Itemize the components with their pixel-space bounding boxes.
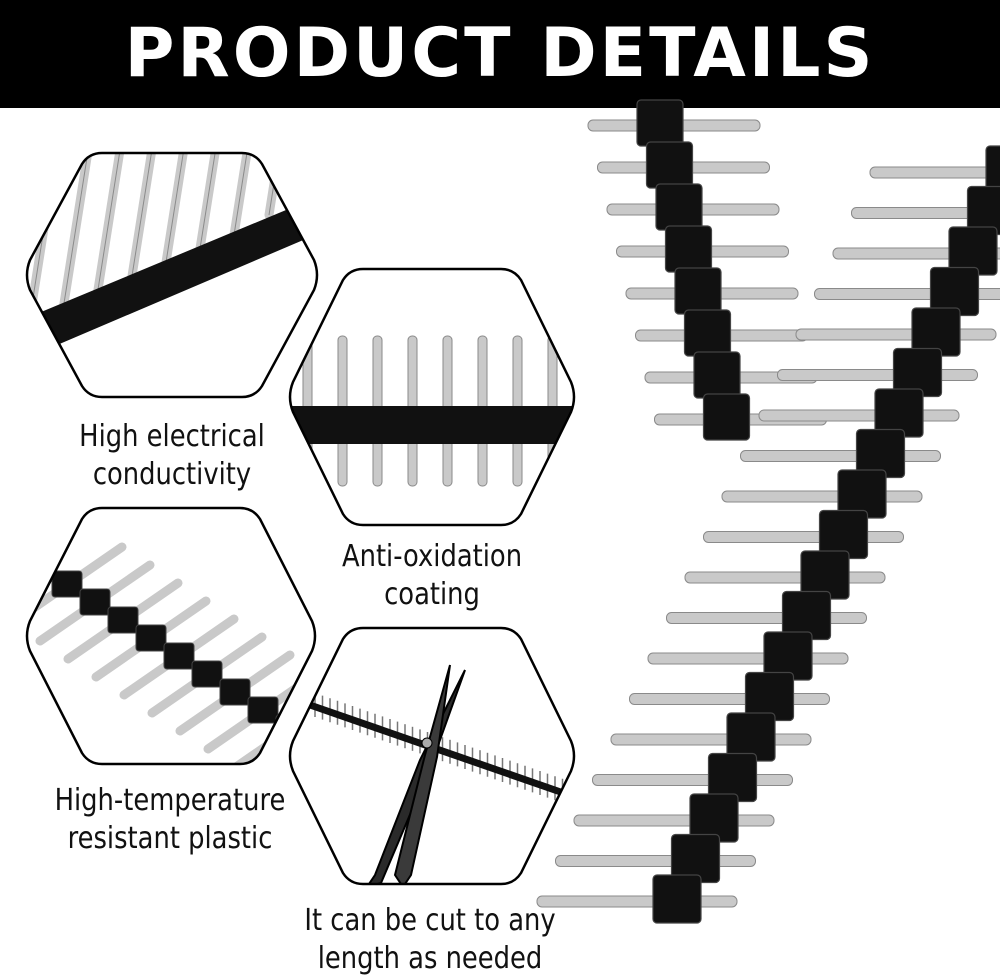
hexagon-image-anti-oxidation (288, 267, 576, 527)
hexagon-image-temperature (25, 506, 317, 766)
upright-pin-header-icon (290, 335, 574, 487)
scissors-icon (308, 664, 574, 884)
feature-caption-anti-oxidation: Anti-oxidation coating (341, 539, 523, 612)
feature-caption-temperature: High-temperature resistant plastic (54, 783, 286, 856)
diagonal-pin-header-icon (27, 542, 315, 764)
hexagon-image-conductivity (25, 151, 319, 399)
angled-pin-header-icon (27, 153, 317, 360)
feature-caption-cut: It can be cut to any length as needed (304, 903, 556, 976)
hexagon-image-cut (288, 626, 576, 886)
banner-title: PRODUCT DETAILS (124, 14, 876, 93)
feature-caption-conductivity: High electrical conductivity (79, 419, 265, 492)
title-banner: PRODUCT DETAILS (0, 0, 1000, 108)
